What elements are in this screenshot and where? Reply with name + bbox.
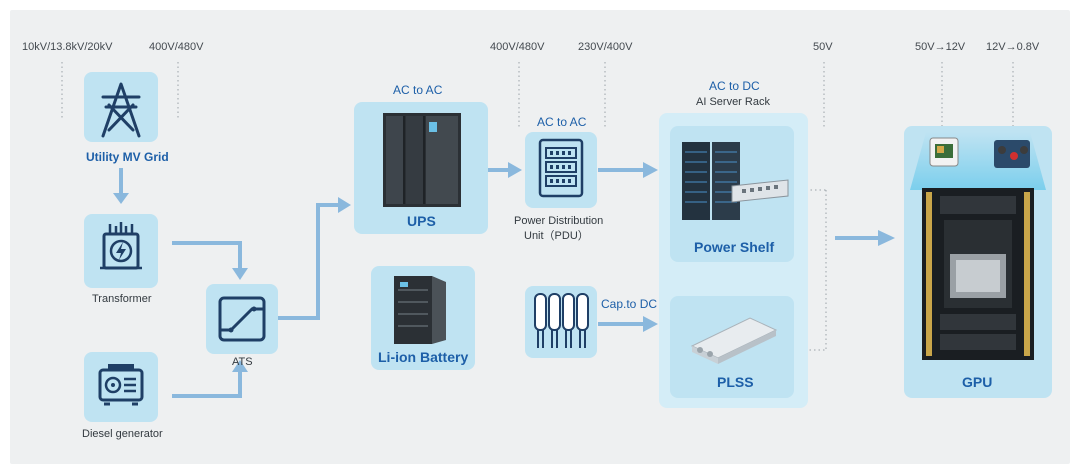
flow-lines [119,168,880,398]
gpu-label: GPU [962,374,993,390]
pdu-box [525,132,597,208]
transformer-icon [100,222,142,270]
ups-label: UPS [407,213,436,229]
power-shelf-label: Power Shelf [694,239,775,255]
arrow-heads [113,162,895,372]
generator-icon [98,364,144,406]
transformer-label: Transformer [92,293,152,305]
ups-caption: AC to AC [393,83,443,97]
pdu-icon [538,138,584,198]
battery-label: Li-ion Battery [378,349,469,365]
voltage-label-lv1: 400V/480V [149,41,204,53]
rack-caption-ac-dc: AC to DC [709,79,760,93]
voltage-label-pdu-out: 230V/400V [578,41,633,53]
battery-cabinet-icon [394,276,446,344]
server-rack-icon [682,142,789,220]
switch-icon [218,296,266,342]
capacitor-bank-icon [534,293,589,348]
utility-label: Utility MV Grid [86,150,169,164]
plss-module-icon [690,317,778,364]
voltage-label-gpu-in: 50V→12V [915,41,966,53]
gpu-board-icon [910,132,1046,360]
ats-label: ATS [232,356,253,368]
cap-to-dc-label: Cap.to DC [601,297,658,311]
diagram-background [10,10,1070,464]
diesel-label: Diesel generator [82,428,163,440]
ups-cabinet-icon [383,113,461,207]
voltage-label-lv2: 400V/480V [490,41,545,53]
pdu-label-line2: Unit（PDU） [524,230,589,242]
voltage-label-mv: 10kV/13.8kV/20kV [22,41,113,53]
rack-caption-title: AI Server Rack [696,96,770,108]
voltage-label-gpu-core: 12V→0.8V [986,41,1040,53]
voltage-label-rack: 50V [813,41,833,53]
pdu-label-line1: Power Distribution [514,215,604,227]
pdu-caption: AC to AC [537,115,587,129]
tower-icon [101,82,141,138]
plss-label: PLSS [717,374,754,390]
